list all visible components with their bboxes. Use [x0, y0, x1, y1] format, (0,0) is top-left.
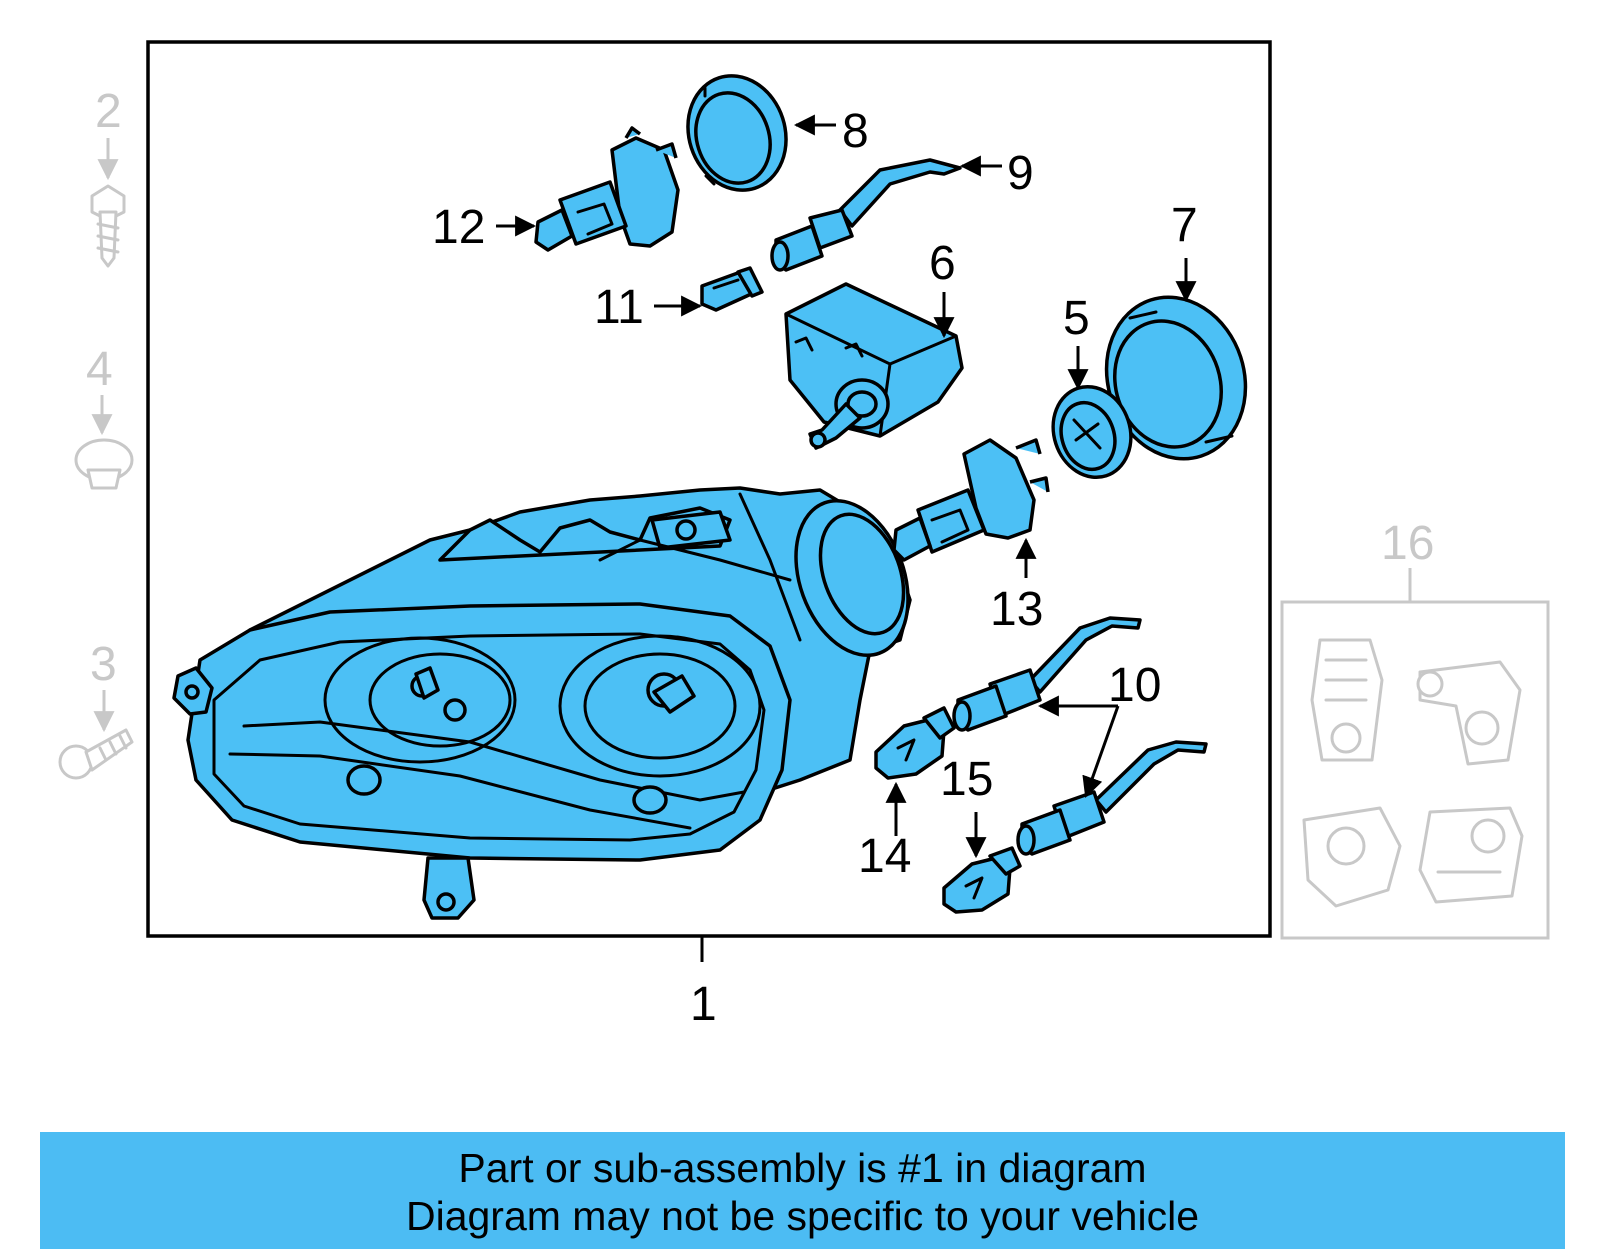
part-1-headlamp-assembly	[172, 486, 912, 920]
part-3-bolt	[58, 690, 134, 780]
callout-16: 16	[1381, 517, 1434, 570]
callout-7: 7	[1171, 199, 1198, 252]
part-6-level-motor	[784, 282, 964, 450]
part-12-bulb	[534, 126, 680, 252]
part-4-clip	[74, 395, 134, 490]
callout-13: 13	[990, 583, 1043, 636]
part-10-connector-lower	[1016, 740, 1208, 856]
part-9-connector-wire	[770, 158, 962, 272]
callout-11: 11	[594, 281, 644, 334]
leader-arrows	[496, 114, 1197, 859]
callout-1: 1	[690, 978, 717, 1031]
parts-diagram: 1 2 3 4 5 6 7 8 9 10 11 12 13 14 15 16	[58, 40, 1550, 1031]
part-15-bulb	[942, 846, 1022, 914]
callout-9: 9	[1007, 147, 1034, 200]
assembly-frame	[146, 40, 1272, 938]
callout-4: 4	[86, 343, 113, 396]
callout-12: 12	[432, 201, 485, 254]
part-14-bulb	[874, 706, 956, 780]
part-2-screw	[90, 138, 126, 268]
callout-15: 15	[940, 753, 993, 806]
callout-2: 2	[95, 85, 122, 138]
part-10-connector-upper	[952, 616, 1142, 732]
callout-14: 14	[858, 830, 911, 883]
callout-8: 8	[842, 105, 869, 158]
callout-3: 3	[90, 638, 117, 691]
part-11-wedge-bulb	[700, 266, 764, 312]
callout-6: 6	[929, 237, 956, 290]
diagram-notice-banner: Part or sub-assembly is #1 in diagram Di…	[40, 1132, 1565, 1249]
notice-line-1: Part or sub-assembly is #1 in diagram	[458, 1145, 1147, 1191]
notice-line-2: Diagram may not be specific to your vehi…	[405, 1193, 1199, 1239]
callout-10: 10	[1108, 659, 1161, 712]
part-7-cap	[1104, 295, 1248, 461]
part-16-group	[1280, 568, 1550, 940]
callout-5: 5	[1063, 292, 1090, 345]
part-13-bulb	[892, 438, 1050, 562]
part-8-cap	[686, 74, 788, 192]
